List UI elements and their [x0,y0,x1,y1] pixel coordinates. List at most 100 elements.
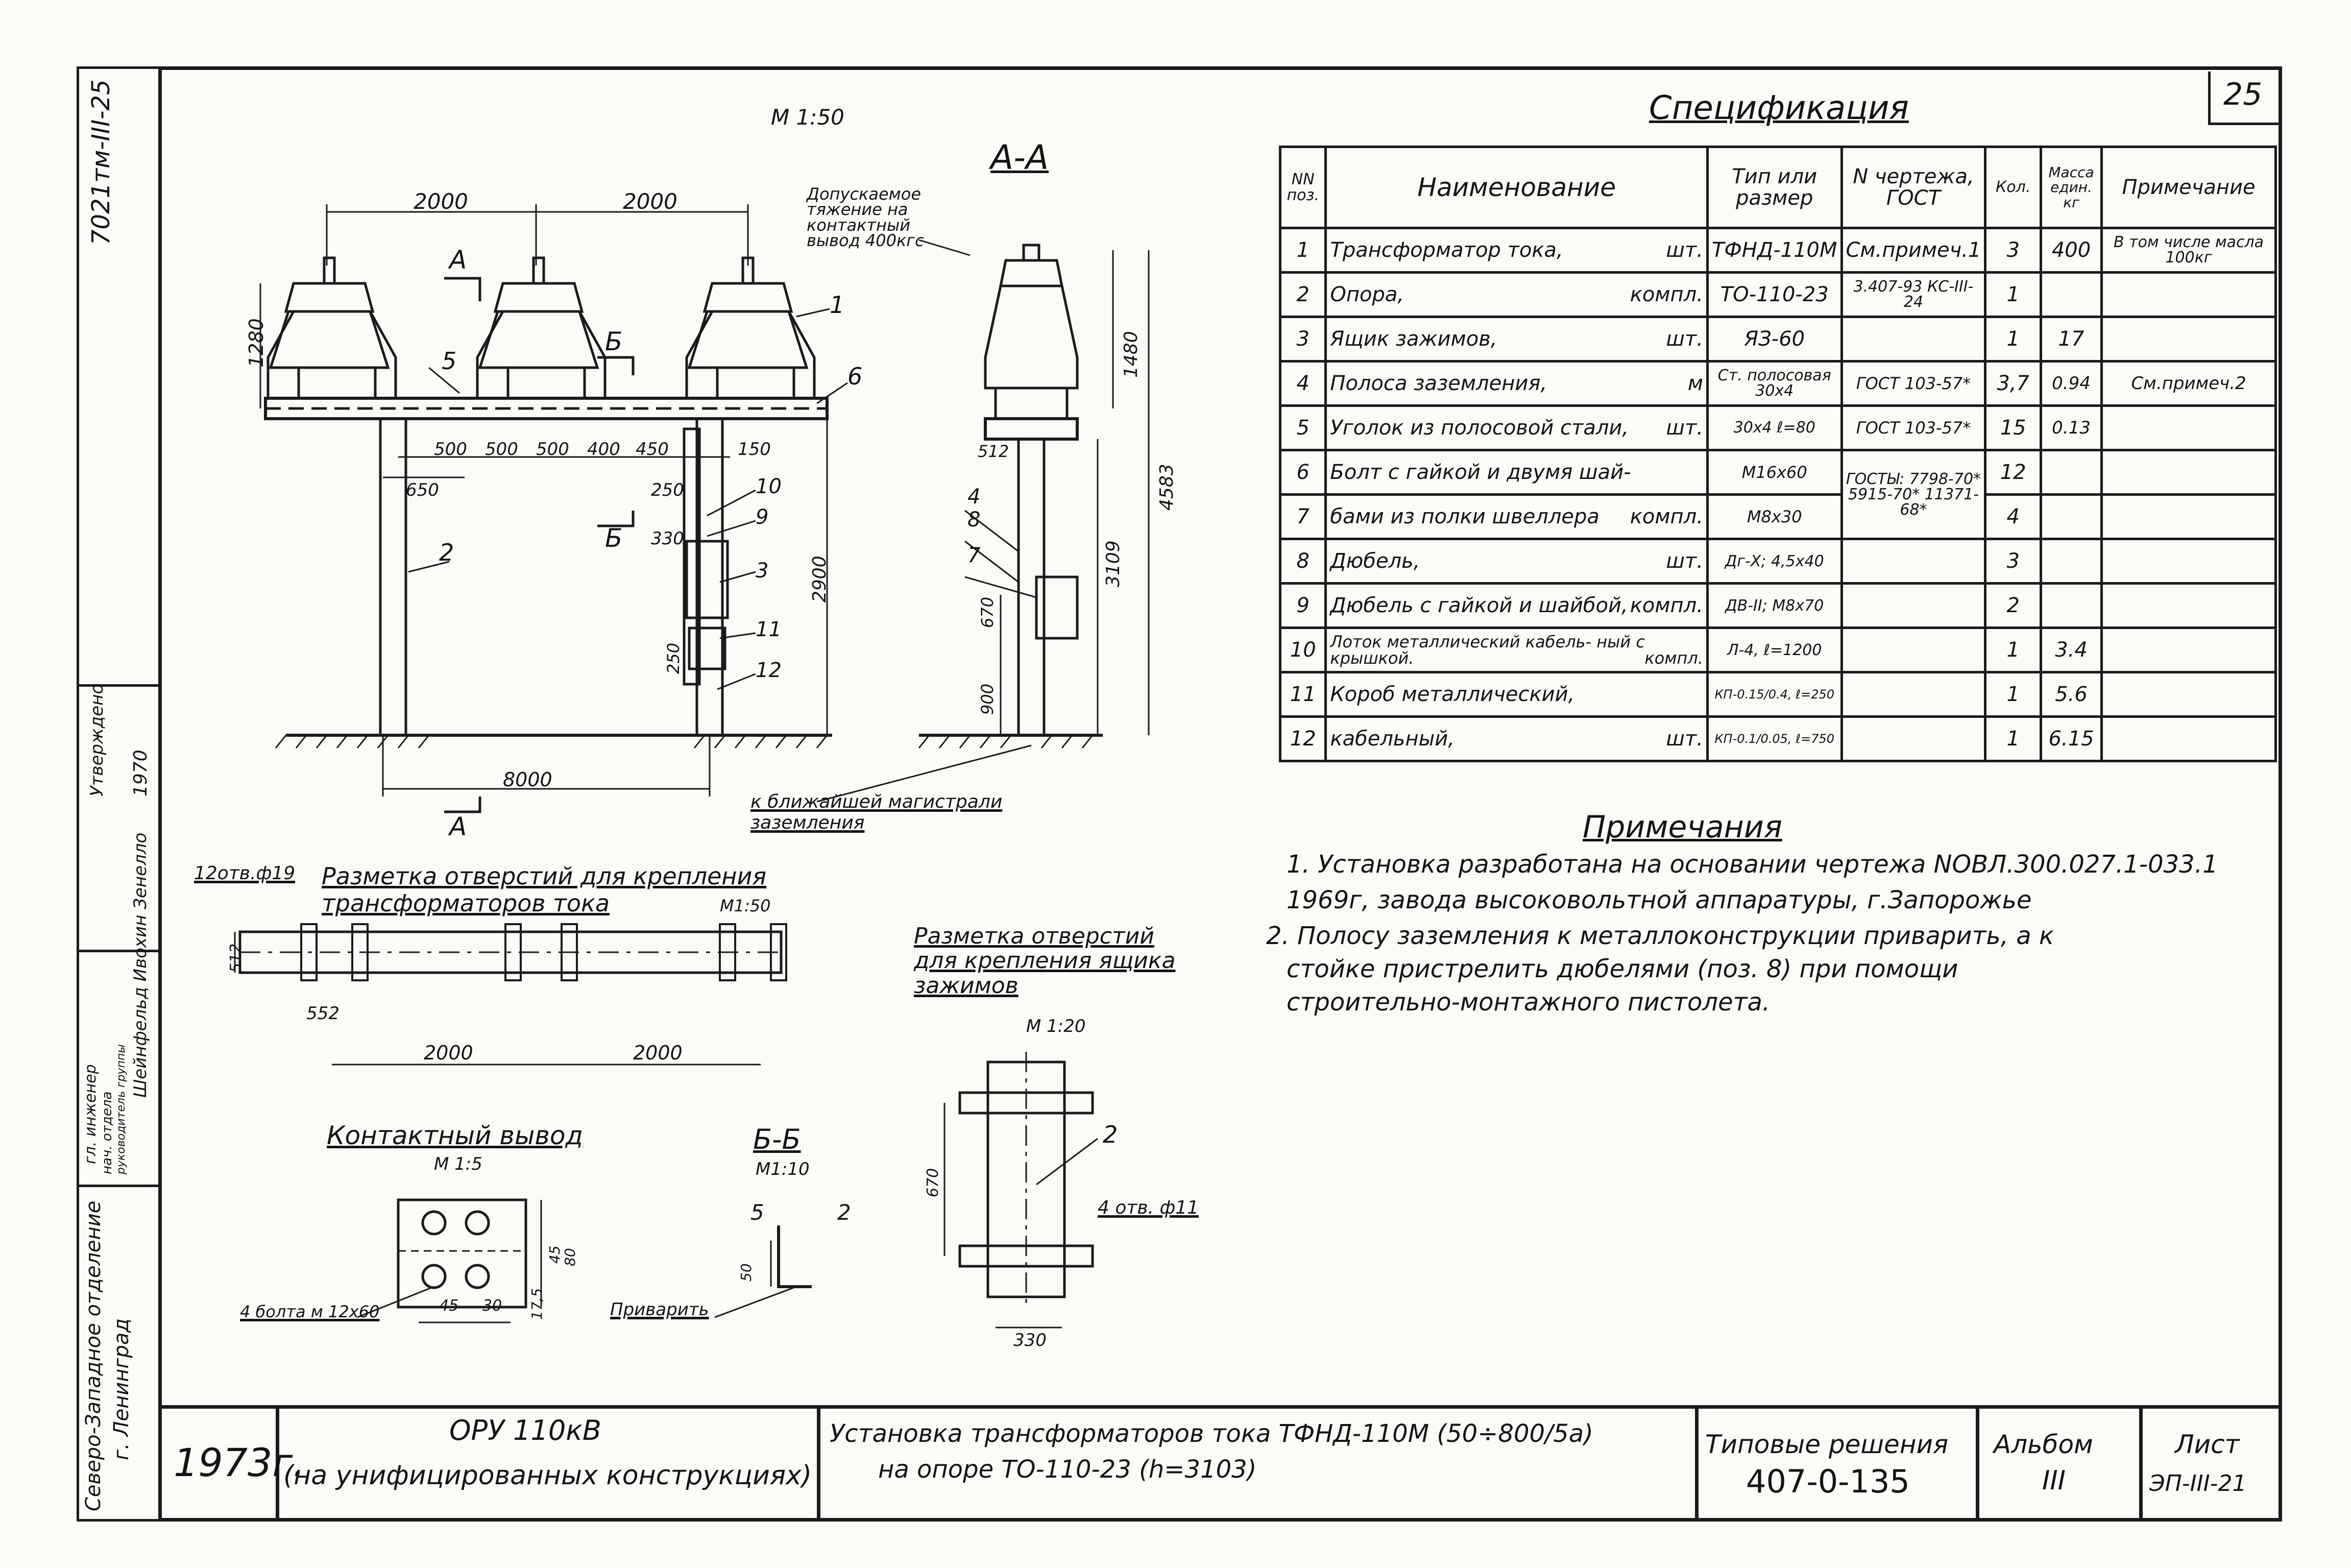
spec-col-pos: NN поз. [1278,146,1327,229]
side-stamp [77,66,158,1522]
note-1-line-1: 1. Установка разработана на основании че… [1287,850,2218,879]
transformer-3 [687,256,809,400]
tb-album-label: Альбом [1994,1430,2093,1459]
box-marking-scale: М 1:20 [1026,1016,1086,1036]
tb-divider-4 [1976,1405,1979,1522]
sheet-number-box [2208,71,2282,125]
callout-5: 5 [442,347,457,375]
side-signers: Шейнфельд Ивохин Зенелло [130,832,151,1098]
ct-dim-2000-b: 2000 [633,1042,683,1064]
side-date: 1970 [130,750,151,797]
dim-670: 670 [978,596,997,628]
permissible-tension-note: Допускаемое тяжение на контактный вывод … [807,184,924,251]
callout-8: 8 [967,508,981,532]
notes-title: Примечания [1583,809,1782,845]
sheet-number: 25 [2223,77,2263,112]
dim-2000-right: 2000 [623,189,677,214]
dim-2000-left: 2000 [414,189,468,214]
dim-250: 250 [651,480,684,500]
tb-year: 1973г. [174,1440,305,1485]
tb-album: III [2042,1465,2066,1496]
callout-10: 10 [756,475,782,498]
tb-divider-2 [817,1405,820,1522]
spec-header-row: NN поз. Наименование Тип или размер N че… [1278,146,2277,229]
side-org-1: Северо-Западное отделение [82,1200,105,1511]
tb-name-line-1: Установка трансформаторов тока ТФНД-110М… [830,1419,1593,1448]
spec-col-note: Примечание [2100,146,2277,229]
weld-note: Приварить [610,1299,709,1320]
side-org-2: г. Ленинград [110,1318,133,1460]
contact-dim-30: 30 [482,1297,502,1315]
tb-object-sub: (на унифицированных конструкциях) [283,1460,812,1491]
note-2-line-3: строительно-монтажного пистолета. [1287,988,1771,1017]
side-approved: Утверждено [87,683,107,797]
callout-3: 3 [756,559,769,583]
section-bb-callout-5: 5 [750,1200,764,1225]
dim-900: 900 [978,683,997,715]
ct-dim-552: 552 [306,1003,340,1024]
contact-bolts-label: 4 болта м 12х60 [240,1302,380,1321]
ct-dim-2000-a: 2000 [424,1042,473,1064]
spec-col-type: Тип или размер [1706,146,1843,229]
note-1-line-2: 1969г, завода высоковольтной аппаратуры,… [1287,886,2032,914]
side-role-1: гл. инженер [82,1064,100,1164]
spec-title: Спецификация [1649,89,1909,127]
side-rule-1 [77,684,158,687]
tb-sheet: ЭП-III-21 [2149,1470,2247,1497]
ct-dim-512: 512 [227,943,245,973]
box-dim-670: 670 [924,1168,942,1197]
side-ref: 7021тм-III-25 [87,79,115,245]
dim-650: 650 [406,480,439,500]
title-block-top-rule [158,1405,2282,1409]
box-holes-label: 4 отв. ф11 [1098,1197,1199,1218]
cut-a-top: А [449,245,467,275]
callout-7: 7 [967,544,981,567]
contact-dim-17-5: 17,5 [528,1288,545,1320]
note-2-line-1: 2. Полосу заземления к металлоконструкци… [1266,922,2054,950]
dim-500-b: 500 [485,439,518,460]
callout-9: 9 [756,505,769,529]
tb-divider-1 [276,1405,279,1522]
dim-2900: 2900 [809,556,830,602]
ct-holes-label: 12отв.ф19 [194,863,296,884]
main-scale: М 1:50 [771,105,844,130]
section-bb-callout-2: 2 [837,1200,851,1225]
callout-11: 11 [756,618,782,641]
box-callout-2: 2 [1103,1121,1118,1148]
ground-note: к ближайшей магистрали заземления [750,791,1003,834]
dim-1280: 1280 [245,318,268,368]
callout-6: 6 [847,363,863,390]
tb-name-line-2: на опоре ТО-110-23 (h=3103) [878,1455,1257,1484]
dim-1480: 1480 [1121,331,1142,378]
dim-330: 330 [651,528,684,549]
section-bb-scale: М1:10 [756,1159,810,1179]
side-rule-3 [77,1185,158,1187]
spec-col-name: Наименование [1324,146,1709,229]
cut-a-bottom: А [449,812,467,841]
dim-500-c: 500 [536,439,569,460]
dim-8000: 8000 [503,768,552,791]
box-dim-330: 330 [1013,1330,1047,1350]
ct-marking-title: Разметка отверстий для крепления трансфо… [322,862,767,917]
callout-4: 4 [967,485,981,509]
section-bb-dim-50: 50 [738,1263,755,1282]
callout-12: 12 [756,659,782,682]
spec-col-gost: N чертежа, ГОСТ [1840,146,1987,229]
callout-2: 2 [439,539,454,566]
dim-512: 512 [978,442,1009,461]
tb-divider-5 [2139,1405,2143,1522]
dim-3109: 3109 [1103,540,1124,587]
contact-dim-45-b: 45 [546,1245,563,1264]
spec-table: NN поз. Наименование Тип или размер N че… [1278,146,2277,762]
spec-col-mass: Масса един. кг [2039,146,2103,229]
